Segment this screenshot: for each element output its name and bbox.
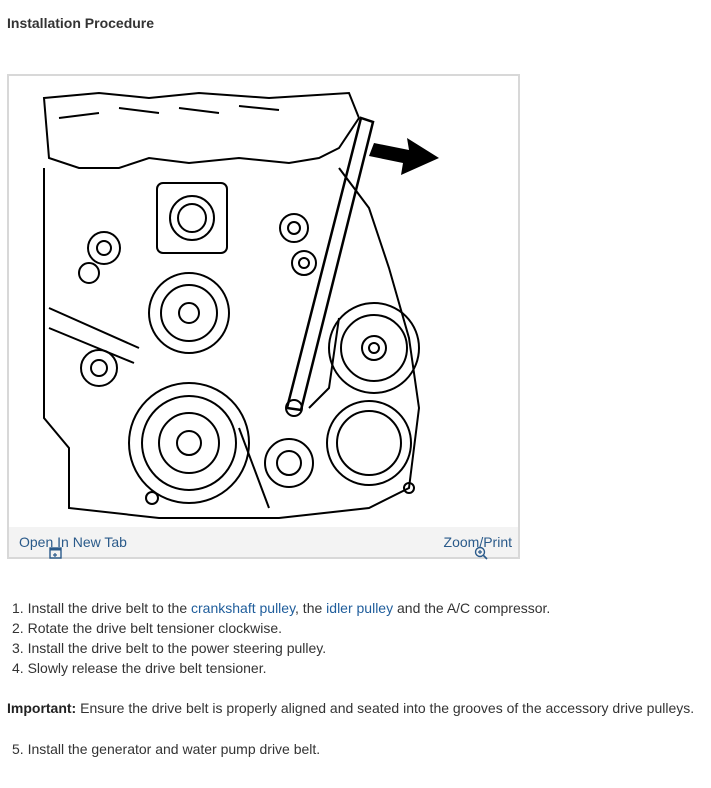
open-in-new-tab-button[interactable]: Open In New Tab <box>19 534 127 559</box>
important-text: Ensure the drive belt is properly aligne… <box>76 700 695 716</box>
important-note: Important: Ensure the drive belt is prop… <box>7 700 694 716</box>
open-in-new-tab-label: Open In New Tab <box>19 534 127 550</box>
step-text: Install the generator and water pump dri… <box>27 741 321 757</box>
step-text: Install the drive belt to the <box>27 600 192 616</box>
zoom-print-button[interactable]: Zoom/Print <box>443 534 512 560</box>
idler-pulley-link[interactable]: idler pulley <box>326 600 394 616</box>
step-item: 3. Install the drive belt to the power s… <box>12 638 550 658</box>
step-number: 2. <box>12 620 24 636</box>
zoom-print-label: Zoom/Print <box>443 534 512 550</box>
engine-drive-belt-diagram <box>42 91 439 519</box>
open-in-new-tab-icon <box>49 547 62 559</box>
page-title: Installation Procedure <box>7 15 155 31</box>
step-text: and the A/C compressor. <box>393 600 551 616</box>
steps-list-continued: 5. Install the generator and water pump … <box>12 739 320 759</box>
step-number: 5. <box>12 741 24 757</box>
step-number: 1. <box>12 600 24 616</box>
step-text: Rotate the drive belt tensioner clockwis… <box>27 620 283 636</box>
step-item: 2. Rotate the drive belt tensioner clock… <box>12 618 550 638</box>
step-item: 4. Slowly release the drive belt tension… <box>12 658 550 678</box>
step-text: Slowly release the drive belt tensioner. <box>27 660 267 676</box>
step-text: Install the drive belt to the power stee… <box>27 640 327 656</box>
zoom-in-icon <box>474 546 488 560</box>
step-item: 5. Install the generator and water pump … <box>12 739 320 759</box>
steps-list: 1. Install the drive belt to the cranksh… <box>12 598 550 678</box>
important-label: Important: <box>7 700 77 716</box>
step-number: 4. <box>12 660 24 676</box>
step-item: 1. Install the drive belt to the cranksh… <box>12 598 550 618</box>
figure-toolbar: Open In New Tab Zoom/Print <box>9 527 518 560</box>
diagram-figure: Open In New Tab Zoom/Print <box>7 74 520 560</box>
crankshaft-pulley-link[interactable]: crankshaft pulley <box>191 600 296 616</box>
step-text: , the <box>295 600 327 616</box>
step-number: 3. <box>12 640 24 656</box>
